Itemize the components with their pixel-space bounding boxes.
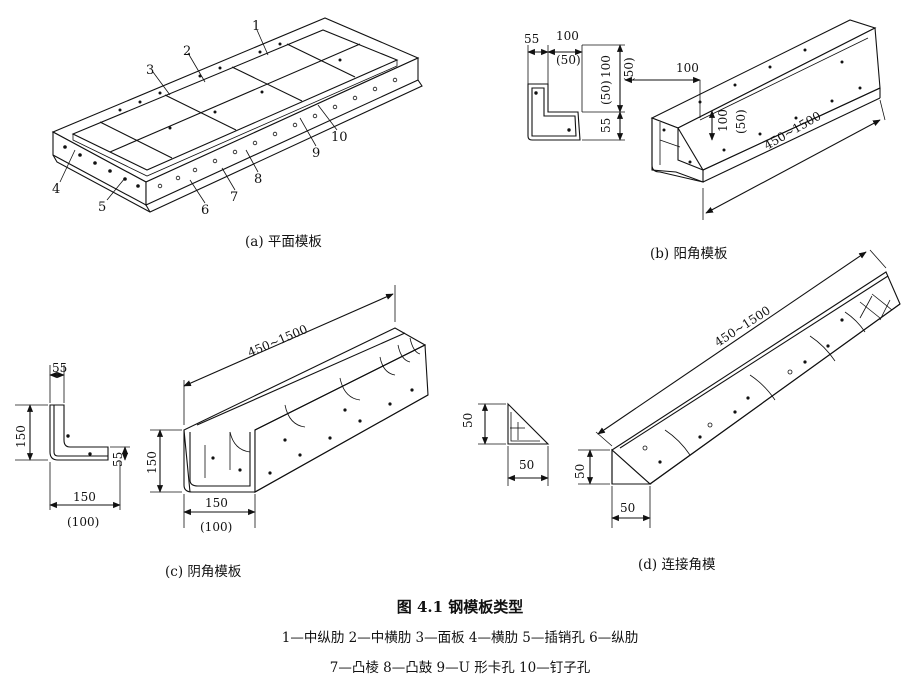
dim-b-h100-alt: (50) bbox=[622, 57, 636, 82]
caption-c: (c) 阴角模板 bbox=[165, 564, 242, 580]
inner-corner-section bbox=[15, 365, 130, 510]
dim-c-body-100-alt: (100) bbox=[200, 520, 232, 534]
inner-corner-body bbox=[150, 285, 429, 528]
figure-title: 图 4.1 钢模板类型 bbox=[397, 598, 524, 616]
dim-d-length: 450~1500 bbox=[712, 303, 773, 349]
callout-10: 10 bbox=[331, 130, 348, 145]
dim-b-55: 55 bbox=[524, 32, 539, 46]
callout-2: 2 bbox=[183, 44, 191, 59]
flat-formwork-drawing bbox=[51, 17, 423, 213]
legend-line-2: 7—凸棱 8—凸鼓 9—U 形卡孔 10—钉子孔 bbox=[330, 660, 591, 676]
flat-top-holes bbox=[118, 42, 342, 130]
outer-corner-body bbox=[624, 19, 886, 220]
callout-7: 7 bbox=[230, 190, 238, 205]
dim-b-inner100: 100 bbox=[716, 109, 730, 132]
connecting-corner-section bbox=[478, 402, 550, 486]
legend-line-1: 1—中纵肋 2—中横肋 3—面板 4—横肋 5—插销孔 6—纵肋 bbox=[282, 630, 639, 646]
dim-d-h50: 50 bbox=[461, 413, 475, 428]
connecting-corner-body bbox=[578, 249, 901, 528]
dim-b-top100: 100 bbox=[676, 61, 699, 75]
dim-c-h55: 55 bbox=[111, 452, 125, 467]
dim-c-length: 450~1500 bbox=[246, 322, 310, 360]
dim-c-body-h150: 150 bbox=[145, 451, 159, 474]
caption-d: (d) 连接角模 bbox=[638, 556, 716, 573]
dim-c-150: 150 bbox=[73, 490, 96, 504]
callout-6: 6 bbox=[201, 203, 209, 218]
callout-1: 1 bbox=[252, 19, 260, 34]
dim-d-body-w50: 50 bbox=[620, 501, 635, 515]
dim-c-100-alt: (100) bbox=[67, 515, 99, 529]
dim-c-h150: 150 bbox=[14, 425, 28, 448]
dim-c-body-150: 150 bbox=[205, 496, 228, 510]
dim-d-body-h50: 50 bbox=[573, 464, 587, 479]
dim-d-w50: 50 bbox=[519, 458, 534, 472]
caption-b: (b) 阳角模板 bbox=[650, 246, 728, 262]
callout-9: 9 bbox=[312, 146, 320, 161]
dim-b-h100: 100 bbox=[599, 55, 613, 78]
dim-b-h55: 55 bbox=[599, 118, 613, 133]
callout-4: 4 bbox=[52, 182, 60, 197]
caption-a: (a) 平面模板 bbox=[245, 234, 322, 250]
flat-side-holes bbox=[63, 77, 398, 189]
callout-5: 5 bbox=[98, 200, 106, 215]
callout-8: 8 bbox=[254, 172, 262, 187]
dim-b-100-alt: (50) bbox=[556, 53, 581, 67]
callout-3: 3 bbox=[146, 63, 154, 78]
dim-b-inner100-alt: (50) bbox=[734, 109, 748, 134]
dim-c-55: 55 bbox=[52, 361, 67, 375]
dim-b-h50: (50) bbox=[599, 80, 613, 105]
dim-b-100: 100 bbox=[556, 29, 579, 43]
outer-corner-section bbox=[527, 44, 625, 141]
